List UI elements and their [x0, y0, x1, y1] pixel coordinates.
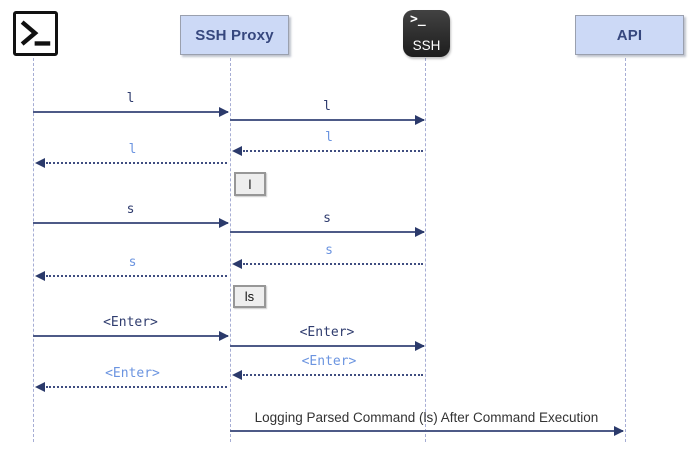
message-line [33, 111, 228, 113]
message-s-proxy-return: s [35, 253, 229, 281]
message-s-terminal-to-proxy: s [33, 200, 229, 228]
message-l-proxy-to-ssh: l [230, 97, 425, 125]
message-label: s [126, 202, 135, 217]
arrowhead-left-icon [232, 259, 242, 269]
message-label: s [323, 211, 331, 226]
message-enter-proxy-to-ssh: <Enter> [230, 323, 425, 351]
actor-api-label: API [616, 26, 643, 44]
message-line [46, 386, 227, 388]
message-line [230, 430, 623, 432]
arrowhead-right-icon [415, 227, 425, 237]
arrowhead-right-icon [219, 107, 229, 117]
message-label: s [325, 243, 333, 258]
message-line [230, 345, 424, 347]
arrowhead-left-icon [232, 370, 242, 380]
message-line [230, 231, 424, 233]
terminal-prompt-icon [13, 11, 58, 56]
lifeline-terminal [33, 58, 34, 442]
arrowhead-right-icon [614, 426, 624, 436]
message-line [243, 150, 423, 152]
arrowhead-right-icon [415, 341, 425, 351]
message-label: l [325, 130, 333, 145]
actor-ssh-proxy-label: SSH Proxy [195, 26, 274, 44]
actor-ssh-label: SSH [412, 38, 441, 53]
message-line [46, 275, 227, 277]
message-label: l [323, 99, 331, 114]
message-label: <Enter> [299, 325, 355, 340]
message-label: s [128, 255, 137, 270]
actor-api: API [575, 15, 684, 55]
message-enter-proxy-return: <Enter> [35, 364, 229, 392]
arrowhead-left-icon [35, 158, 45, 168]
lifeline-ssh [425, 58, 426, 442]
message-label: l [128, 142, 137, 157]
message-s-ssh-return: s [232, 241, 425, 269]
message-enter-ssh-return: <Enter> [232, 352, 425, 380]
message-line [46, 162, 227, 164]
message-logging-proxy-to-api: Logging Parsed Command (ls) After Comman… [230, 408, 624, 436]
message-label: Logging Parsed Command (ls) After Comman… [254, 410, 599, 425]
message-label: <Enter> [105, 366, 160, 381]
actor-ssh-proxy: SSH Proxy [180, 15, 289, 55]
message-s-proxy-to-ssh: s [230, 209, 425, 237]
keystroke-note-l: l [234, 172, 266, 196]
lifeline-ssh-proxy [230, 58, 231, 442]
arrowhead-right-icon [219, 331, 229, 341]
message-line [243, 263, 423, 265]
note-label: l [248, 176, 252, 192]
arrowhead-left-icon [35, 271, 45, 281]
message-l-terminal-to-proxy: l [33, 89, 229, 117]
message-line [33, 222, 228, 224]
message-label: l [126, 91, 135, 106]
message-line [230, 119, 424, 121]
message-enter-terminal-to-proxy: <Enter> [33, 313, 229, 341]
ssh-terminal-icon: >_ SSH [403, 10, 450, 57]
message-line [243, 374, 423, 376]
terminal-glyph-icon [20, 20, 51, 46]
arrowhead-right-icon [415, 115, 425, 125]
ssh-prompt-glyph: >_ [410, 12, 426, 27]
message-label: <Enter> [301, 354, 357, 369]
message-l-proxy-return: l [35, 140, 229, 168]
keystroke-note-ls: ls [233, 285, 266, 308]
arrowhead-left-icon [35, 382, 45, 392]
arrowhead-right-icon [219, 218, 229, 228]
message-line [33, 335, 228, 337]
message-label: <Enter> [103, 315, 158, 330]
note-label: ls [244, 289, 255, 304]
arrowhead-left-icon [232, 146, 242, 156]
lifeline-api [625, 58, 626, 442]
message-l-ssh-return: l [232, 128, 425, 156]
